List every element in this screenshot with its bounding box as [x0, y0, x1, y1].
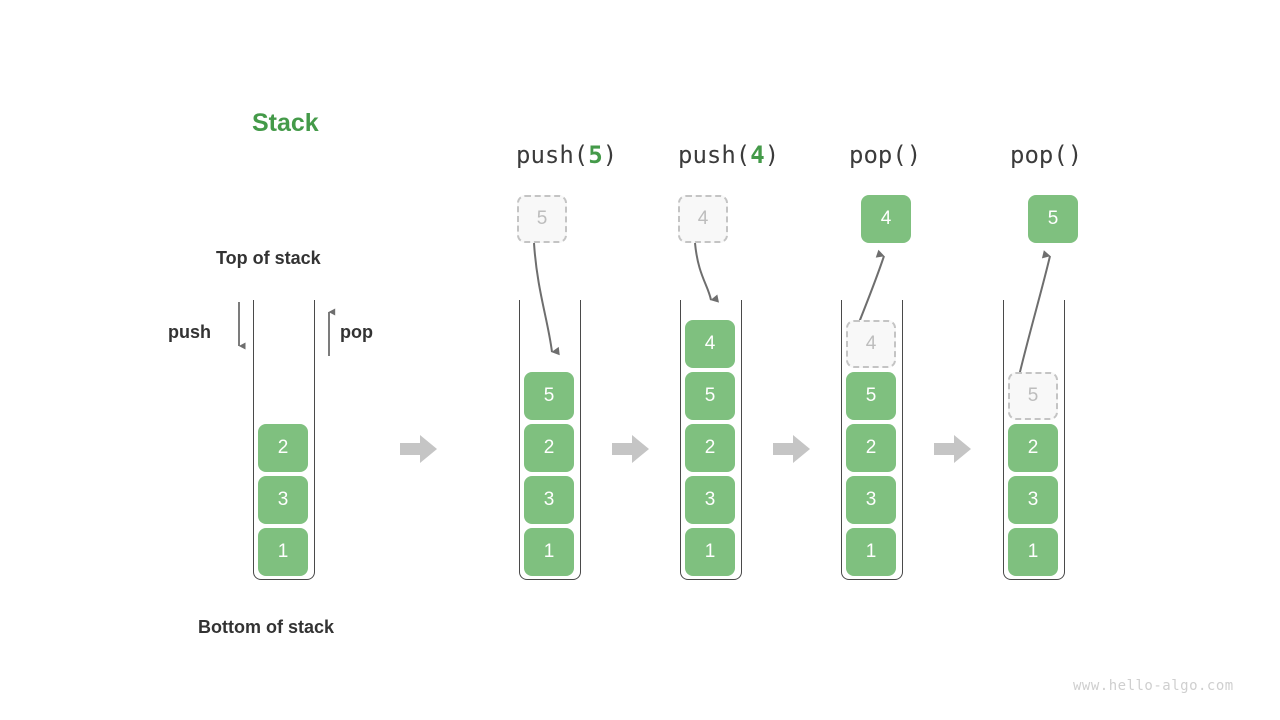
- bottom-of-stack-label: Bottom of stack: [198, 617, 335, 637]
- stack-container-after-pop-5: [1003, 300, 1065, 580]
- stack-container-initial: [253, 300, 315, 580]
- op-label-push-4: push(4): [678, 141, 779, 169]
- stack-box: 3: [685, 476, 735, 524]
- watermark: www.hello-algo.com: [1073, 678, 1234, 694]
- popped-box-4: 4: [861, 195, 911, 243]
- stack-box: 5: [846, 372, 896, 420]
- stack-box: 2: [524, 424, 574, 472]
- stack-box: 3: [524, 476, 574, 524]
- op-suffix: ): [1067, 141, 1083, 169]
- ghost-slot-5: 5: [1008, 372, 1058, 420]
- flow-separator-icon: [934, 435, 971, 463]
- op-label-pop-2: pop(): [1010, 141, 1082, 169]
- stack-box: 1: [1008, 528, 1058, 576]
- op-prefix: push(: [678, 141, 751, 169]
- flow-separator-icon: [773, 435, 810, 463]
- stack-box: 4: [685, 320, 735, 368]
- flow-separator-icon: [400, 435, 437, 463]
- stack-container-after-push-5: [519, 300, 581, 580]
- pop-label: pop: [340, 322, 373, 342]
- stack-box: 5: [524, 372, 574, 420]
- op-arg: 4: [750, 141, 765, 169]
- op-label-pop-1: pop(): [849, 141, 921, 169]
- floating-box-push-4: 4: [678, 195, 728, 243]
- op-prefix: pop(: [849, 141, 907, 169]
- stack-box: 2: [846, 424, 896, 472]
- stack-container-after-push-4: [680, 300, 742, 580]
- op-prefix: pop(: [1010, 141, 1068, 169]
- stack-box: 3: [1008, 476, 1058, 524]
- floating-box-push-5: 5: [517, 195, 567, 243]
- stack-box: 5: [685, 372, 735, 420]
- stack-box: 1: [524, 528, 574, 576]
- stack-container-after-pop-4: [841, 300, 903, 580]
- stack-box: 2: [685, 424, 735, 472]
- top-of-stack-label: Top of stack: [216, 248, 321, 268]
- op-suffix: ): [764, 141, 780, 169]
- push-4-flow-arrow: [694, 242, 719, 303]
- push-label: push: [168, 322, 211, 342]
- op-arg: 5: [588, 141, 603, 169]
- popped-box-5: 5: [1028, 195, 1078, 243]
- stack-box: 1: [685, 528, 735, 576]
- stack-box: 3: [846, 476, 896, 524]
- ghost-slot-4: 4: [846, 320, 896, 368]
- op-suffix: ): [602, 141, 618, 169]
- stack-box: 3: [258, 476, 308, 524]
- op-suffix: ): [906, 141, 922, 169]
- flow-separator-icon: [612, 435, 649, 463]
- diagram-title: Stack: [252, 109, 319, 137]
- op-label-push-5: push(5): [516, 141, 617, 169]
- stack-box: 1: [846, 528, 896, 576]
- op-prefix: push(: [516, 141, 589, 169]
- stack-box: 1: [258, 528, 308, 576]
- stack-box: 2: [258, 424, 308, 472]
- stack-box: 2: [1008, 424, 1058, 472]
